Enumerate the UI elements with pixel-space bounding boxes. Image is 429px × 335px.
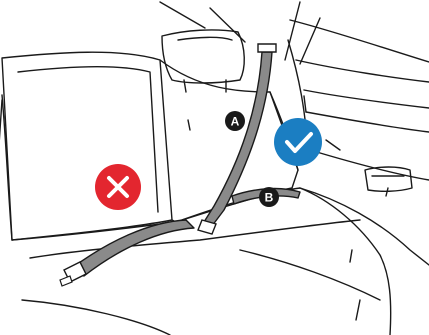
latch-tab bbox=[60, 276, 72, 286]
door-panel bbox=[288, 20, 429, 196]
label-a-badge: A bbox=[225, 111, 245, 131]
label-a: A bbox=[231, 115, 240, 129]
belt-anchor bbox=[258, 44, 276, 52]
correct-marker bbox=[274, 118, 322, 166]
incorrect-marker bbox=[95, 164, 141, 210]
roof-lines bbox=[160, 2, 320, 64]
label-b-badge: B bbox=[259, 187, 279, 207]
label-b: B bbox=[265, 191, 274, 205]
lap-belt bbox=[72, 220, 194, 276]
left-seatback bbox=[0, 52, 172, 240]
